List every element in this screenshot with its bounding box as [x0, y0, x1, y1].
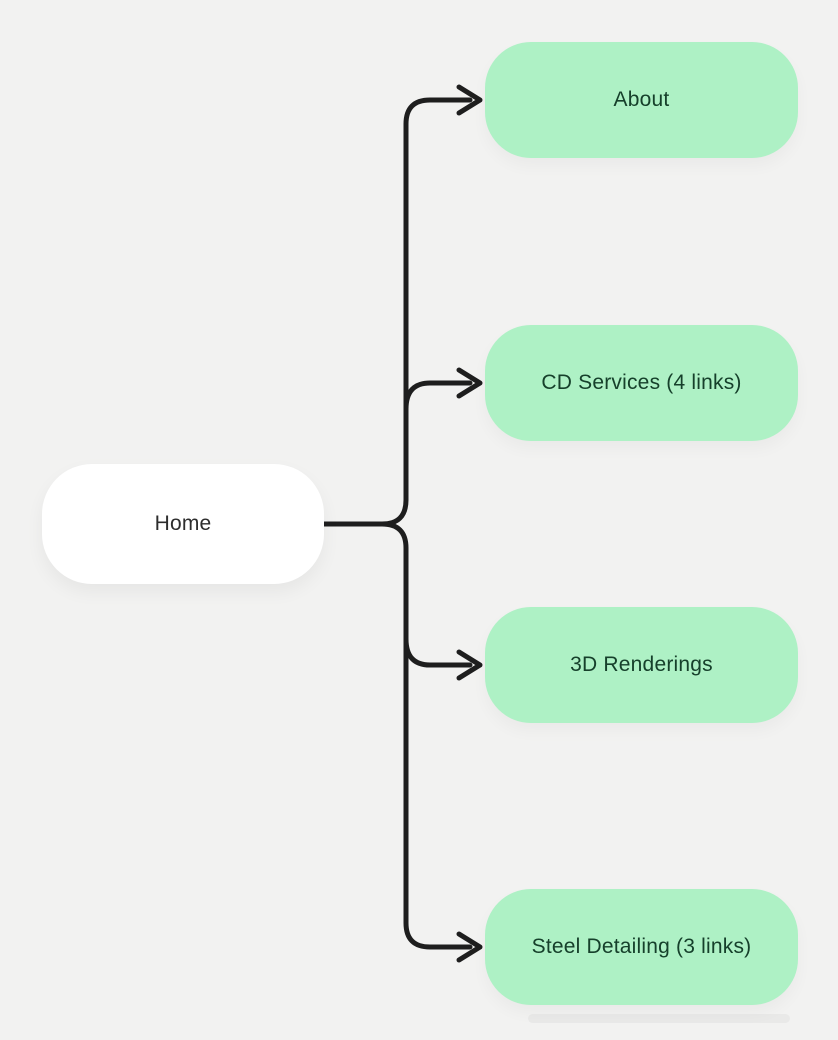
node-home[interactable]: Home	[42, 464, 324, 584]
connector-home-cd-services	[403, 380, 473, 412]
node-3d-renderings[interactable]: 3D Renderings	[485, 607, 798, 723]
arrowhead-cd-services-icon	[456, 367, 483, 399]
connector-home-3d-renderings	[403, 636, 473, 668]
node-cd-services-label: CD Services (4 links)	[541, 371, 742, 394]
node-home-label: Home	[154, 512, 212, 535]
arrowhead-3d-renderings-icon	[456, 649, 483, 681]
node-steel-detailing-label: Steel Detailing (3 links)	[531, 935, 752, 958]
connector-home-about	[321, 97, 473, 527]
node-shadow-artifact	[528, 1014, 790, 1023]
node-steel-detailing[interactable]: Steel Detailing (3 links)	[485, 889, 798, 1005]
node-about[interactable]: About	[485, 42, 798, 158]
node-3d-renderings-label: 3D Renderings	[570, 653, 713, 676]
node-cd-services[interactable]: CD Services (4 links)	[485, 325, 798, 441]
connector-home-steel-detailing	[321, 521, 473, 950]
node-about-label: About	[613, 88, 670, 111]
arrowhead-steel-detailing-icon	[456, 931, 483, 963]
arrowhead-about-icon	[456, 84, 483, 116]
